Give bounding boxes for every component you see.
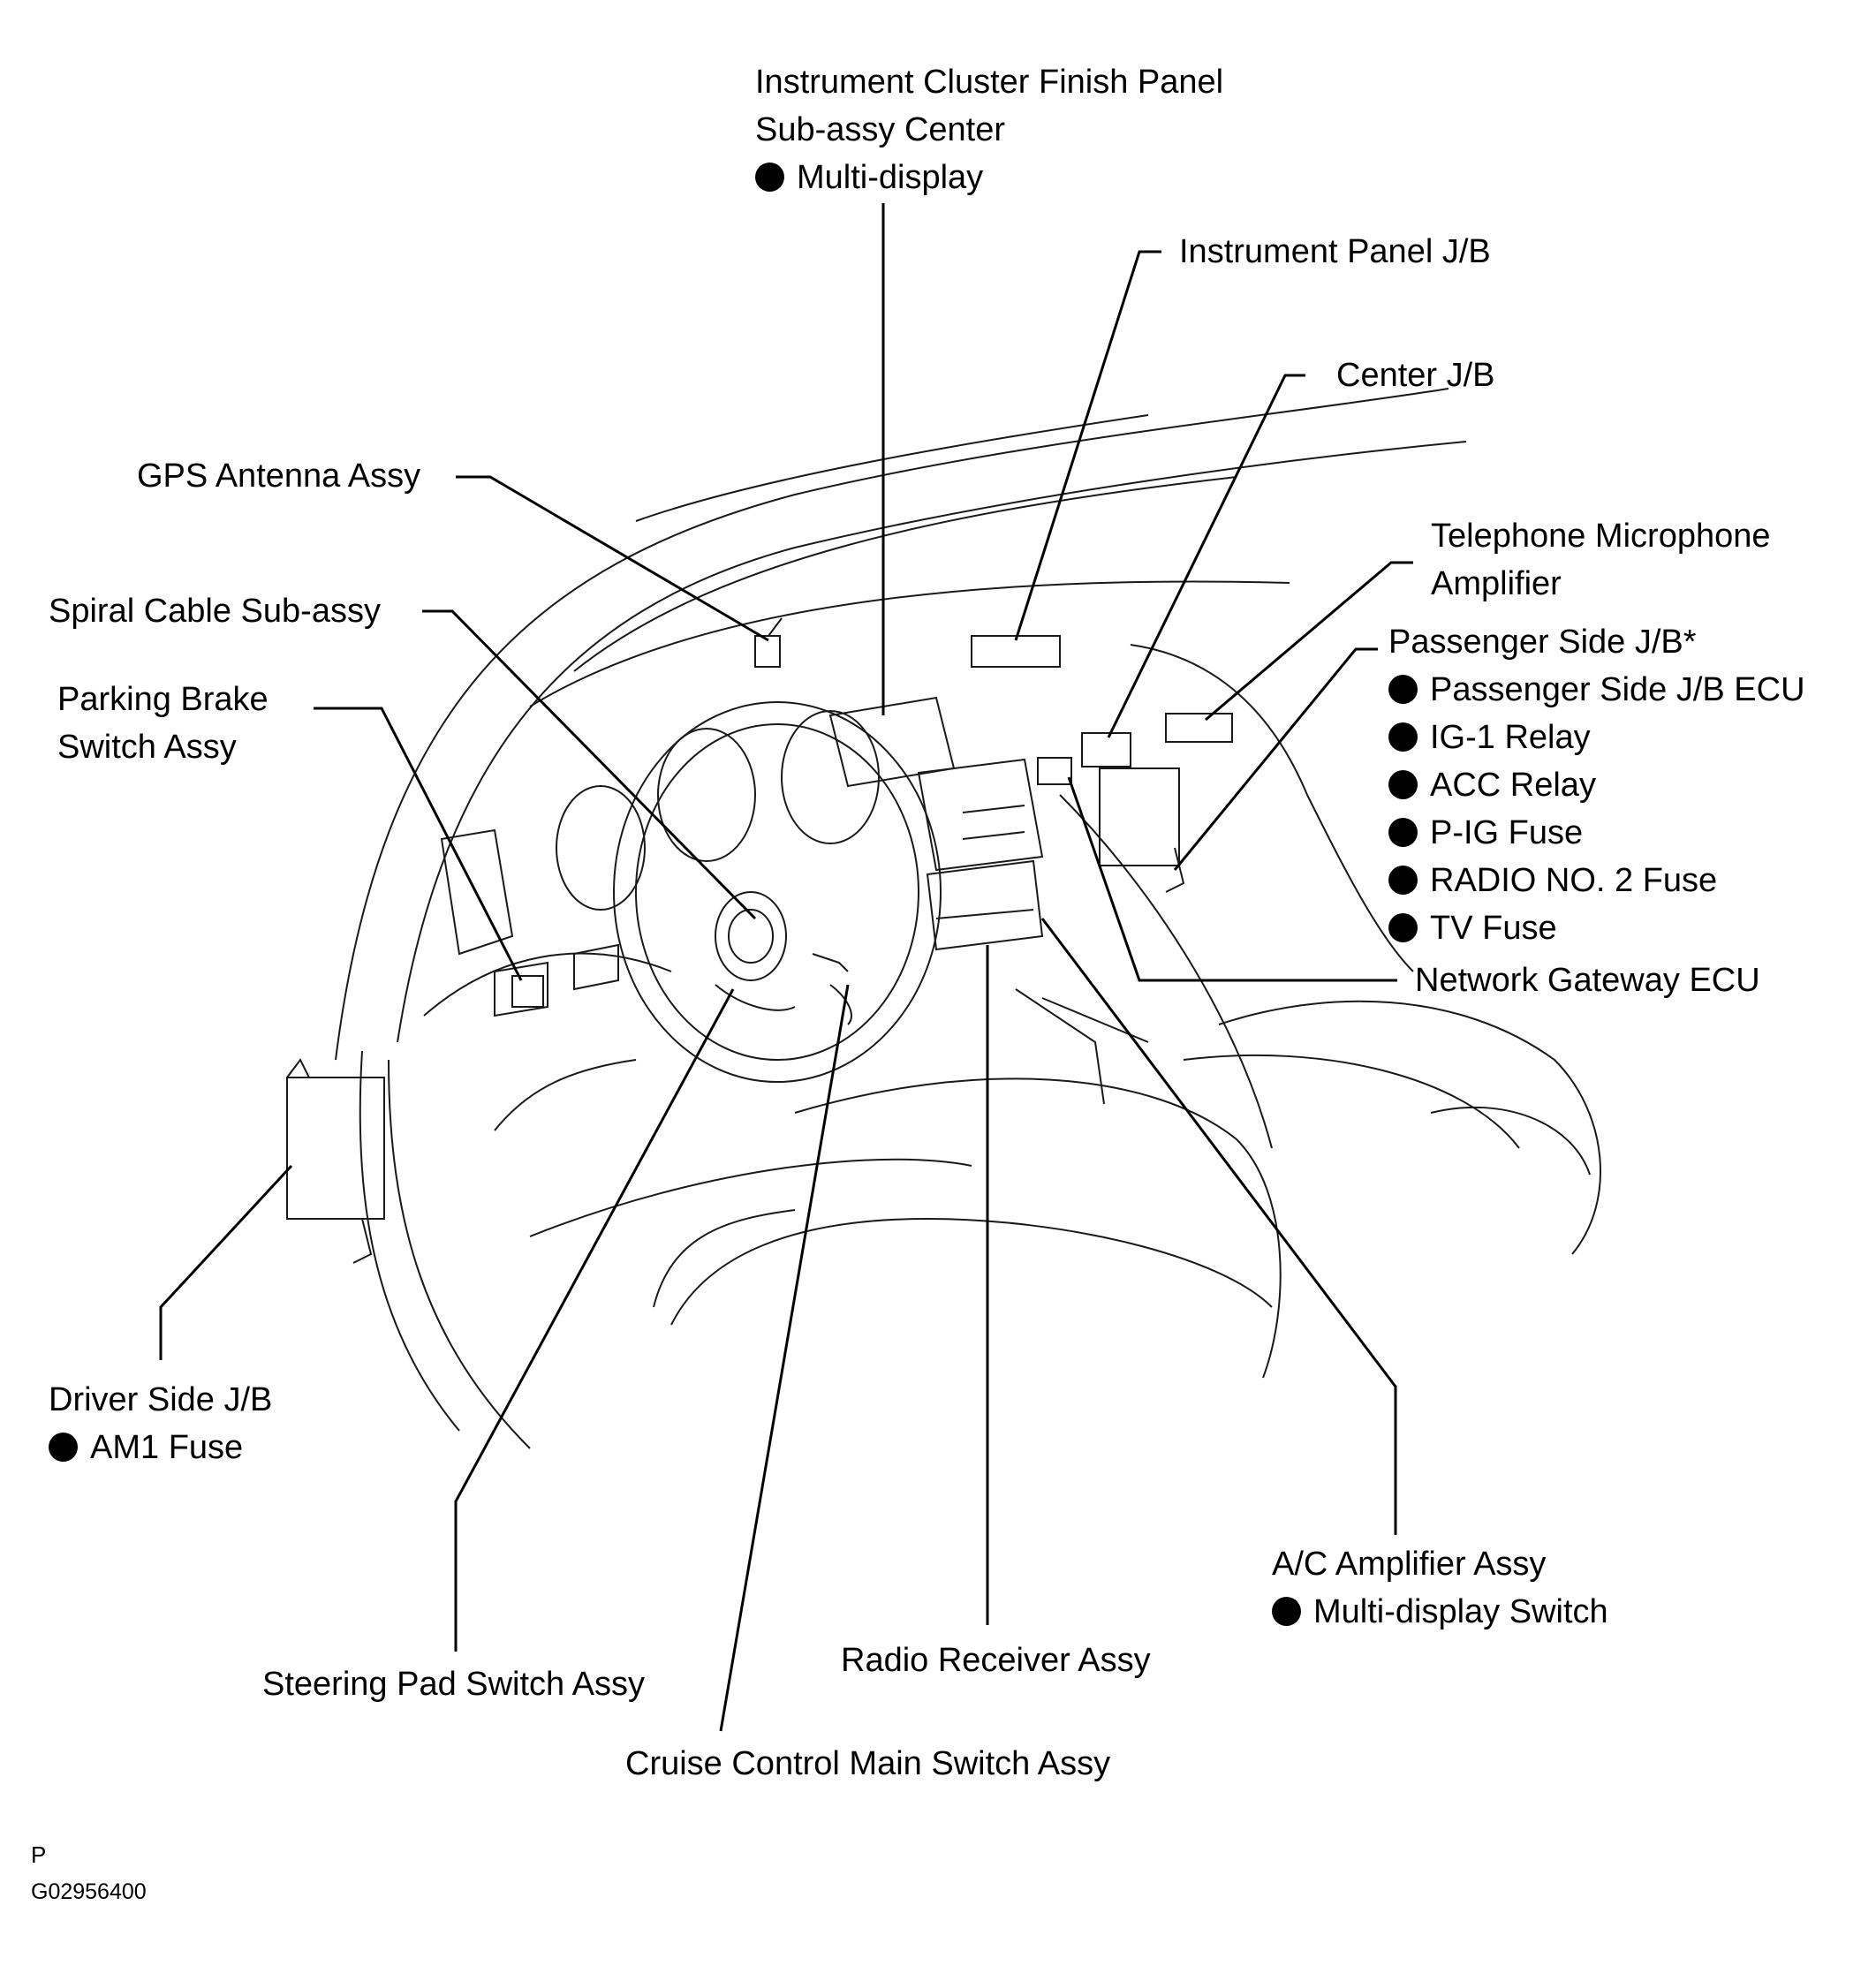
radio-no2-fuse: RADIO NO. 2 Fuse — [1430, 862, 1718, 899]
label-parking-brake: Parking Brake Switch Assy — [57, 676, 269, 771]
leader-lines — [161, 203, 1413, 1731]
bullet-icon — [755, 163, 784, 192]
label-driver-side-jb: Driver Side J/B AM1 Fuse — [49, 1376, 272, 1471]
label-instrument-panel-jb: Instrument Panel J/B — [1179, 233, 1491, 270]
passenger-side-jb-item: P-IG Fuse — [1388, 809, 1805, 857]
label-gps-antenna: GPS Antenna Assy — [137, 457, 421, 495]
leader-network-gateway — [1069, 777, 1397, 980]
bullet-icon — [1272, 1597, 1301, 1626]
parking-brake-line1: Parking Brake — [57, 681, 269, 718]
leader-ac-amplifier — [1042, 919, 1396, 1535]
passenger-side-jb-item: Passenger Side J/B ECU — [1388, 666, 1805, 714]
passenger-side-jb-item: ACC Relay — [1388, 761, 1805, 809]
am1-fuse: AM1 Fuse — [90, 1429, 244, 1466]
parking-brake-line2: Switch Assy — [57, 729, 237, 766]
passenger-side-jb-item: RADIO NO. 2 Fuse — [1388, 857, 1805, 904]
telephone-mic-amp-line1: Telephone Microphone — [1431, 518, 1771, 555]
bullet-icon — [1388, 818, 1418, 847]
label-cluster-finish-panel: Instrument Cluster Finish Panel Sub-assy… — [755, 58, 1223, 201]
bullet-icon — [1388, 866, 1418, 895]
telephone-mic-amp-line2: Amplifier — [1431, 565, 1562, 602]
tv-fuse: TV Fuse — [1430, 910, 1557, 947]
multi-display-switch: Multi-display Switch — [1313, 1593, 1608, 1630]
label-passenger-side-jb: Passenger Side J/B* Passenger Side J/B E… — [1388, 618, 1805, 952]
p-ig-fuse: P-IG Fuse — [1430, 814, 1584, 851]
label-cruise-control: Cruise Control Main Switch Assy — [625, 1745, 1111, 1782]
driver-side-jb-title: Driver Side J/B — [49, 1381, 273, 1418]
leader-parking-brake — [314, 708, 521, 980]
leader-steering-pad — [456, 989, 733, 1652]
figure-id: G02956400 — [31, 1879, 147, 1904]
label-center-jb: Center J/B — [1336, 357, 1495, 394]
bullet-icon — [1388, 770, 1418, 799]
label-telephone-mic-amp: Telephone Microphone Amplifier — [1431, 512, 1771, 608]
bullet-icon — [1388, 722, 1418, 752]
label-radio-receiver: Radio Receiver Assy — [841, 1642, 1151, 1679]
leader-center-jb — [1108, 375, 1305, 737]
leader-instrument-panel-jb — [1016, 252, 1161, 640]
passenger-side-jb-title: Passenger Side J/B* — [1388, 624, 1697, 661]
dashboard-illustration — [287, 389, 1600, 1448]
section-code: P — [31, 1841, 47, 1868]
acc-relay: ACC Relay — [1430, 767, 1596, 804]
leader-gps-antenna — [456, 477, 768, 640]
cluster-finish-panel-item: Multi-display — [755, 154, 1223, 201]
leader-passenger-side-jb — [1175, 649, 1378, 870]
passenger-side-jb-item: TV Fuse — [1388, 904, 1805, 952]
label-ac-amplifier: A/C Amplifier Assy Multi-display Switch — [1272, 1540, 1608, 1636]
label-network-gateway: Network Gateway ECU — [1415, 962, 1760, 999]
cluster-finish-panel-line3: Multi-display — [797, 159, 984, 196]
bullet-icon — [1388, 675, 1418, 704]
driver-side-jb-item: AM1 Fuse — [49, 1424, 272, 1471]
ac-amplifier-title: A/C Amplifier Assy — [1272, 1546, 1547, 1583]
leader-driver-side-jb — [161, 1166, 291, 1360]
cluster-finish-panel-line1: Instrument Cluster Finish Panel — [755, 64, 1224, 101]
leader-cruise-control — [721, 985, 848, 1731]
leader-spiral-cable — [422, 611, 755, 919]
cluster-finish-panel-line2: Sub-assy Center — [755, 111, 1006, 148]
passenger-side-jb-ecu: Passenger Side J/B ECU — [1430, 671, 1805, 708]
ig1-relay: IG-1 Relay — [1430, 719, 1591, 756]
label-spiral-cable: Spiral Cable Sub-assy — [49, 593, 381, 630]
bullet-icon — [49, 1433, 78, 1462]
bullet-icon — [1388, 913, 1418, 942]
leader-telephone-mic-amp — [1206, 563, 1413, 720]
label-steering-pad: Steering Pad Switch Assy — [262, 1666, 645, 1703]
passenger-side-jb-item: IG-1 Relay — [1388, 714, 1805, 761]
ac-amplifier-item: Multi-display Switch — [1272, 1588, 1608, 1636]
